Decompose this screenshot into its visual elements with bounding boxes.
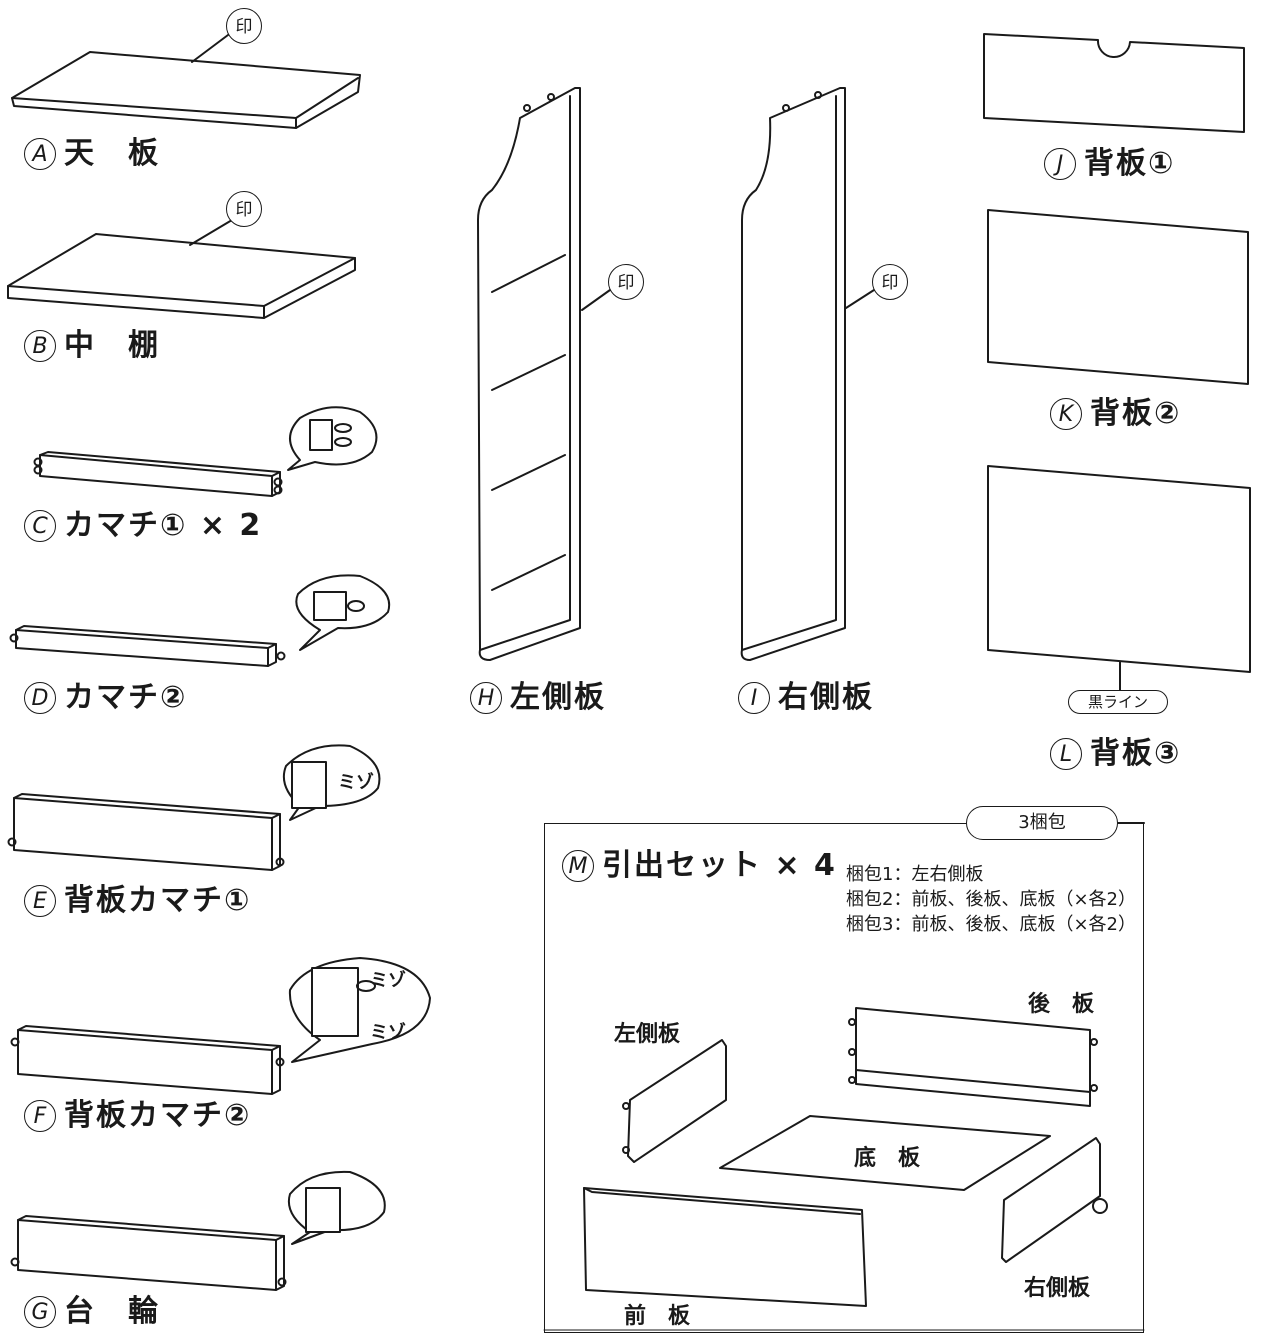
part-name: 右側板 bbox=[778, 680, 874, 715]
part-name: 背板③ bbox=[1090, 736, 1182, 771]
part-name: 背板カマチ① bbox=[64, 883, 252, 918]
stamp-mark-middle-shelf: 印 bbox=[226, 191, 262, 227]
groove-callout-f-upper: ミゾ bbox=[370, 970, 406, 991]
top-board-illustration bbox=[11, 31, 361, 129]
back-rail-1-illustration bbox=[7, 744, 381, 871]
black-line-callout: 黒ライン bbox=[1068, 690, 1168, 714]
left-side-panel-illustration bbox=[477, 87, 611, 661]
part-name: 中 棚 bbox=[64, 328, 160, 363]
stamp-mark-left-side: 印 bbox=[608, 264, 644, 300]
right-side-panel-illustration bbox=[740, 87, 875, 661]
part-letter: K bbox=[1050, 398, 1082, 430]
drawer-right-side-label: 右側板 bbox=[1024, 1276, 1091, 1301]
part-letter: G bbox=[24, 1296, 56, 1328]
part-letter: F bbox=[24, 1100, 56, 1132]
part-name: 引出セット × 4 bbox=[602, 848, 837, 883]
stamp-mark-top-board: 印 bbox=[226, 8, 262, 44]
part-name: カマチ① × 2 bbox=[64, 508, 263, 543]
part-name: 背板② bbox=[1090, 396, 1182, 431]
part-name: 背板① bbox=[1084, 146, 1176, 181]
part-letter: E bbox=[24, 885, 56, 917]
package-note-1: 梱包1：左右側板 bbox=[846, 864, 984, 885]
part-letter: L bbox=[1050, 738, 1082, 770]
drawer-front-label: 前 板 bbox=[624, 1304, 691, 1329]
rail-1-illustration bbox=[33, 406, 378, 497]
groove-callout-e: ミゾ bbox=[338, 772, 374, 793]
part-name: 左側板 bbox=[510, 680, 606, 715]
part-letter: C bbox=[24, 510, 56, 542]
drawer-bottom-label: 底 板 bbox=[854, 1146, 921, 1171]
drawer-left-side-label: 左側板 bbox=[614, 1022, 681, 1047]
part-name: 背板カマチ② bbox=[64, 1098, 252, 1133]
part-letter: M bbox=[562, 850, 594, 882]
package-note-2: 梱包2：前板、後板、底板（×各2） bbox=[846, 889, 1136, 910]
part-letter: J bbox=[1044, 148, 1076, 180]
drawer-front-illustration bbox=[583, 1187, 867, 1307]
middle-shelf-illustration bbox=[7, 219, 356, 319]
back-panel-1-illustration bbox=[983, 33, 1245, 133]
drawer-bottom-illustration bbox=[719, 1115, 1051, 1191]
rail-2-illustration bbox=[9, 574, 391, 667]
part-name: カマチ② bbox=[64, 680, 188, 715]
groove-callout-f-lower: ミゾ bbox=[370, 1022, 406, 1043]
back-panel-2-illustration bbox=[987, 209, 1249, 385]
package-note-3: 梱包3：前板、後板、底板（×各2） bbox=[846, 914, 1136, 935]
part-letter: H bbox=[470, 682, 502, 714]
part-letter: A bbox=[24, 138, 56, 170]
base-rail-illustration bbox=[10, 1170, 386, 1291]
drawer-left-side-illustration bbox=[622, 1039, 727, 1163]
part-letter: B bbox=[24, 330, 56, 362]
part-letter: I bbox=[738, 682, 770, 714]
stamp-mark-right-side: 印 bbox=[872, 264, 908, 300]
package-badge: 3梱包 bbox=[966, 806, 1118, 840]
drawer-back-label: 後 板 bbox=[1028, 992, 1095, 1017]
back-rail-2-illustration bbox=[10, 957, 431, 1095]
drawer-back-illustration bbox=[848, 1007, 1098, 1107]
part-name: 台 輪 bbox=[64, 1294, 160, 1329]
part-name: 天 板 bbox=[64, 136, 160, 171]
drawer-right-side-illustration bbox=[1001, 1137, 1108, 1263]
back-panel-3-illustration bbox=[987, 465, 1251, 693]
part-letter: D bbox=[24, 682, 56, 714]
